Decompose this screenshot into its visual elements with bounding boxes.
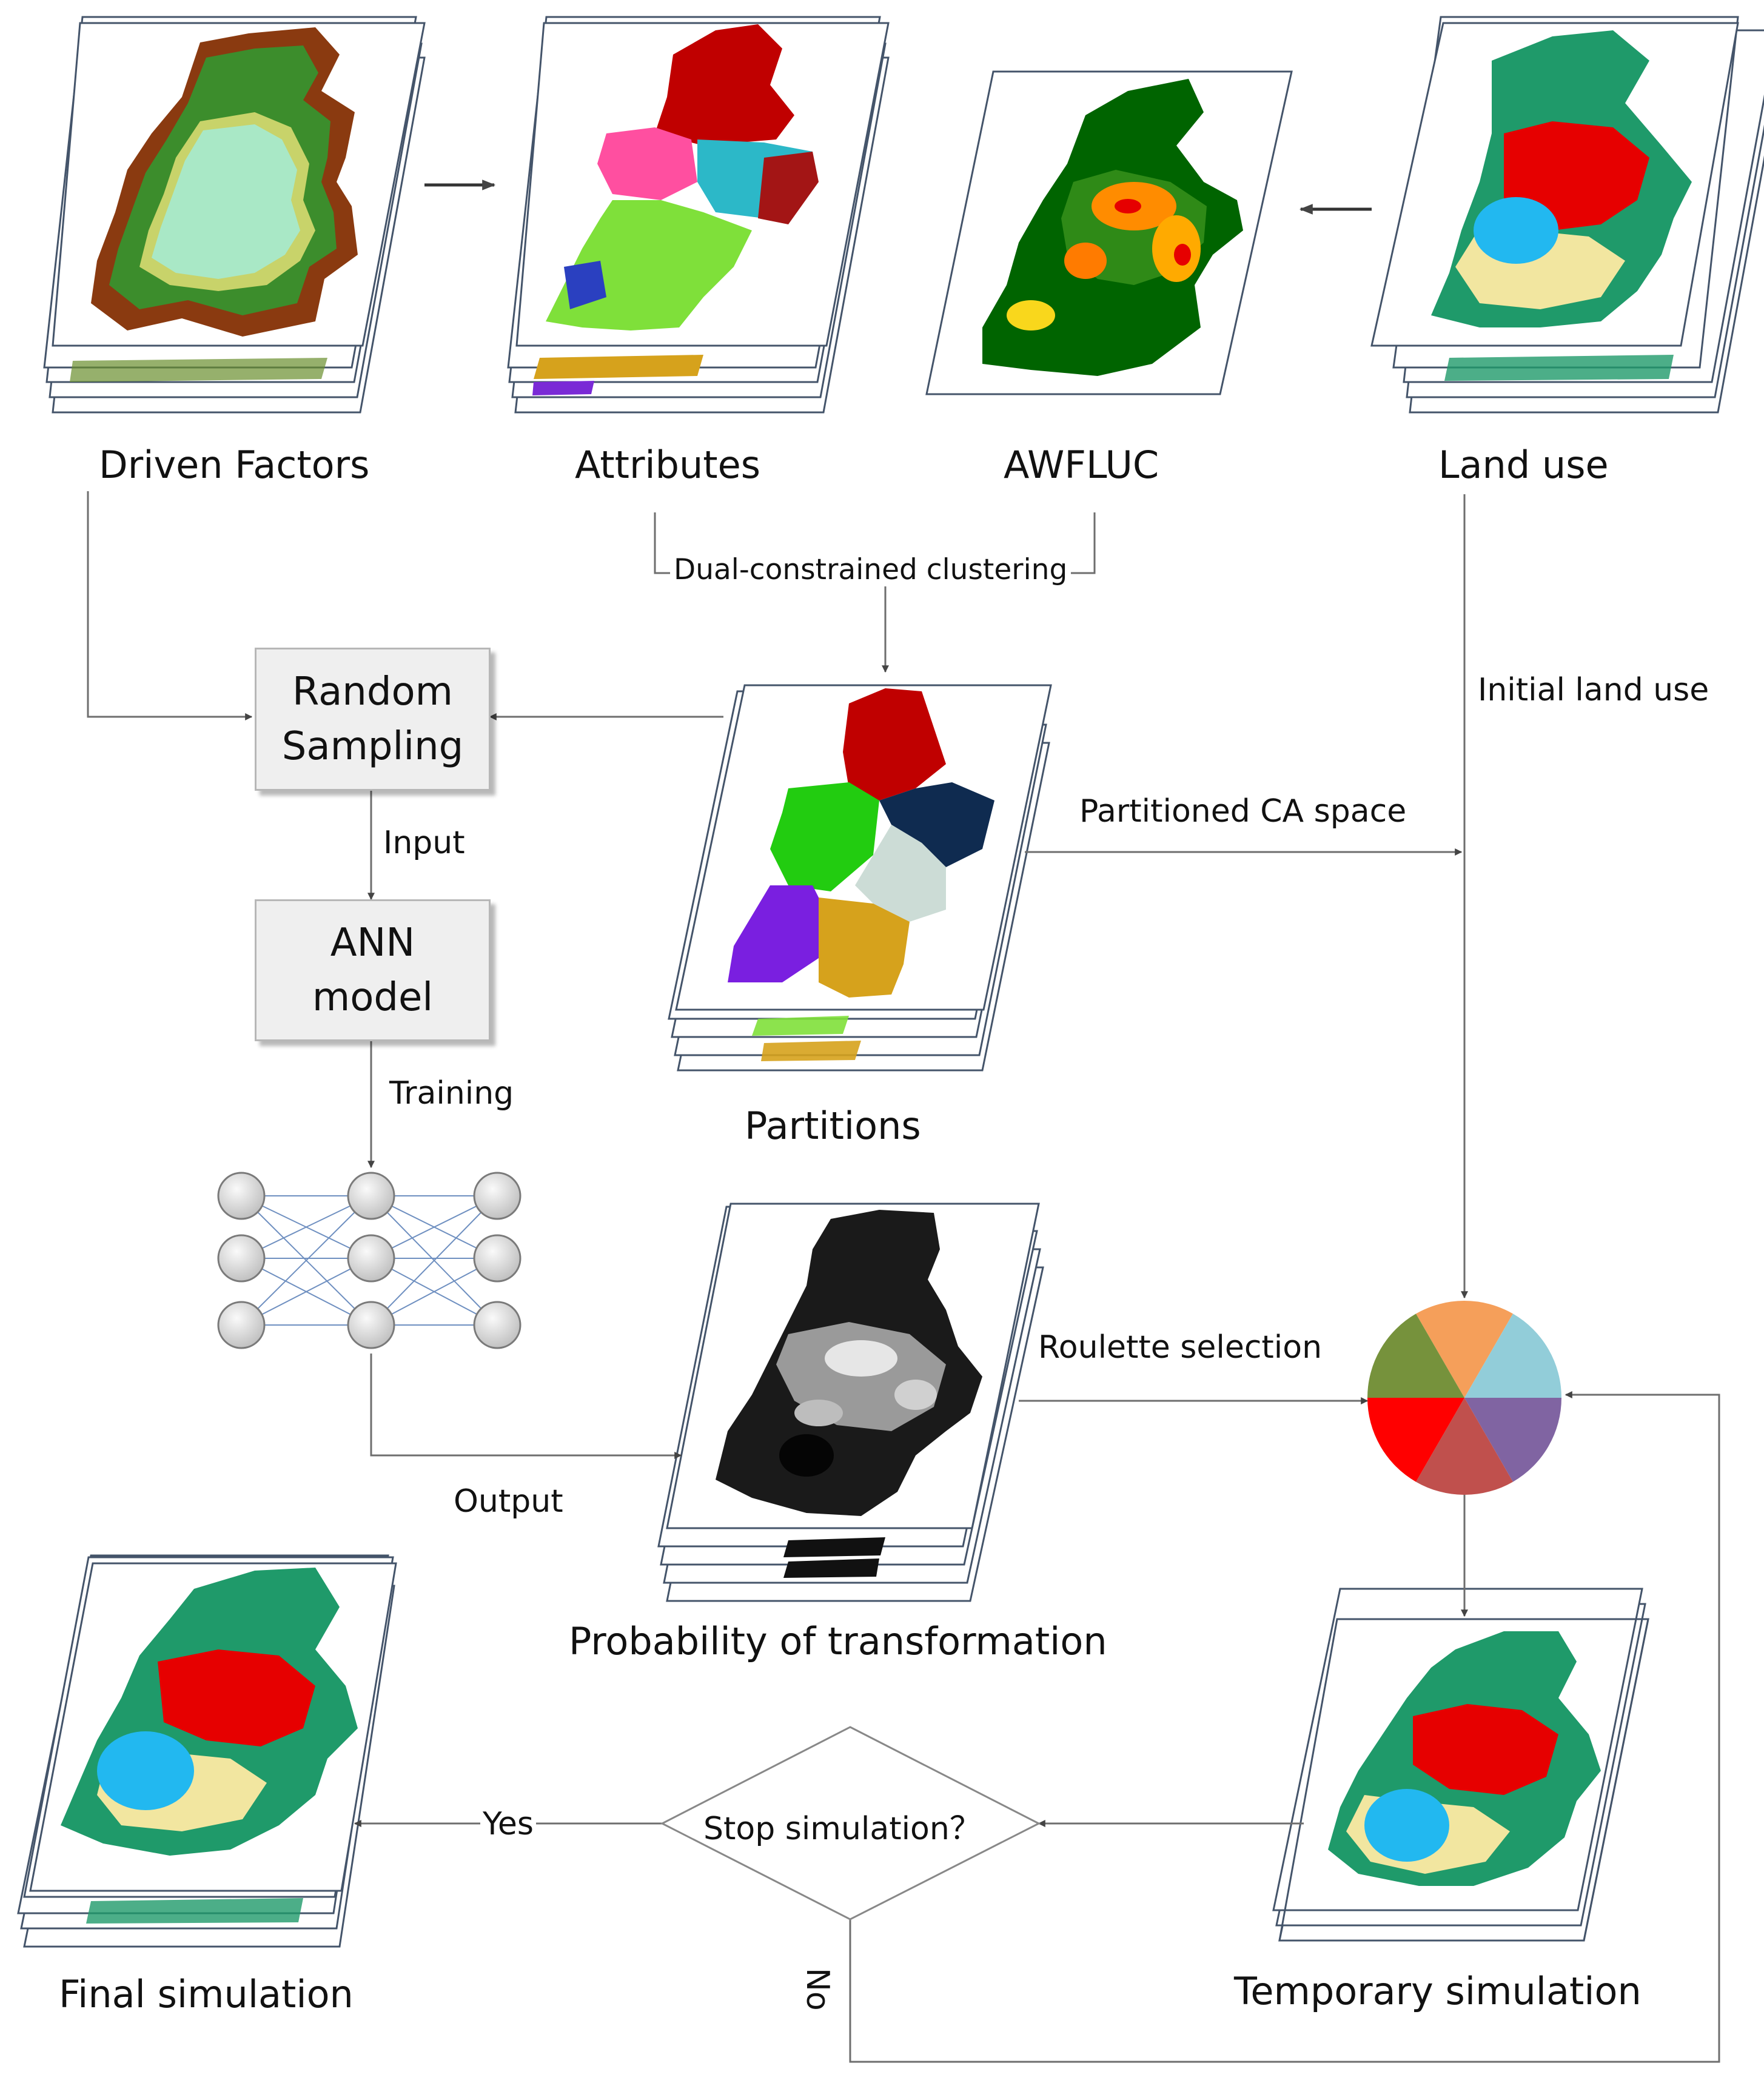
arrow-factors-to-sampling: [87, 491, 253, 720]
initial-land-use-label: Initial land use: [1478, 672, 1709, 708]
ann-model-line-2: model: [312, 975, 434, 1020]
roulette-slice: [1416, 1301, 1513, 1398]
output-label: Output: [454, 1483, 563, 1520]
stop-simulation-decision: [660, 1726, 1041, 1921]
clustering-label: Dual-constrained clustering: [670, 553, 1071, 586]
neuron: [473, 1301, 521, 1349]
random-sampling-box: Random Sampling: [255, 648, 491, 791]
ann-model-line-1: ANN: [330, 921, 415, 965]
land-use-label: Land use: [1438, 443, 1609, 487]
stop-simulation-label: Stop simulation？: [703, 1811, 981, 1847]
final-simulation-label: Final simulation: [59, 1972, 354, 2016]
probability-map: [716, 1210, 982, 1578]
probability-label: Probability of transformation: [569, 1619, 1107, 1663]
temporary-simulation-label: Temporary simulation: [1234, 1969, 1642, 2013]
connectors: [87, 179, 1720, 2063]
roulette-slice: [1367, 1398, 1464, 1482]
input-label: Input: [383, 825, 465, 861]
neuron: [473, 1172, 521, 1220]
attributes-map: [532, 24, 819, 395]
driven-factors-map: [70, 27, 358, 382]
land-use-map: [1431, 30, 1692, 381]
partitions-label: Partitions: [745, 1104, 921, 1148]
neuron: [217, 1234, 266, 1283]
awfluc-label: AWFLUC: [1004, 443, 1159, 487]
neuron: [347, 1301, 395, 1349]
neuron: [347, 1234, 395, 1283]
neural-network: [217, 1172, 521, 1349]
ann-model-box: ANN model: [255, 899, 491, 1041]
random-sampling-line-1: Random: [292, 669, 453, 714]
neuron: [347, 1172, 395, 1220]
roulette-slice: [1464, 1398, 1561, 1482]
roulette-selection-label: Roulette selection: [1038, 1329, 1323, 1366]
neuron: [217, 1301, 266, 1349]
neuron: [473, 1234, 521, 1283]
partitions-map: [728, 688, 994, 1061]
random-sampling-line-2: Sampling: [281, 724, 464, 769]
temporary-simulation-map: [1328, 1631, 1601, 1886]
neuron: [217, 1172, 266, 1220]
roulette-wheel: [1367, 1301, 1561, 1495]
no-label: No: [799, 1968, 836, 2011]
training-label: Training: [389, 1075, 514, 1112]
roulette-slice: [1367, 1313, 1464, 1398]
driven-factors-label: Driven Factors: [99, 443, 370, 487]
arrow-network-to-probability: [370, 1354, 682, 1459]
awfluc-map-sheet: [925, 70, 1293, 395]
yes-label: Yes: [480, 1806, 536, 1842]
partitioned-ca-space-label: Partitioned CA space: [1079, 793, 1407, 830]
arrow-no-loop-to-roulette: [849, 1391, 1720, 2063]
roulette-slice: [1416, 1398, 1513, 1495]
roulette-slice: [1464, 1313, 1561, 1398]
final-simulation-map: [61, 1568, 358, 1924]
attributes-label: Attributes: [575, 443, 761, 487]
